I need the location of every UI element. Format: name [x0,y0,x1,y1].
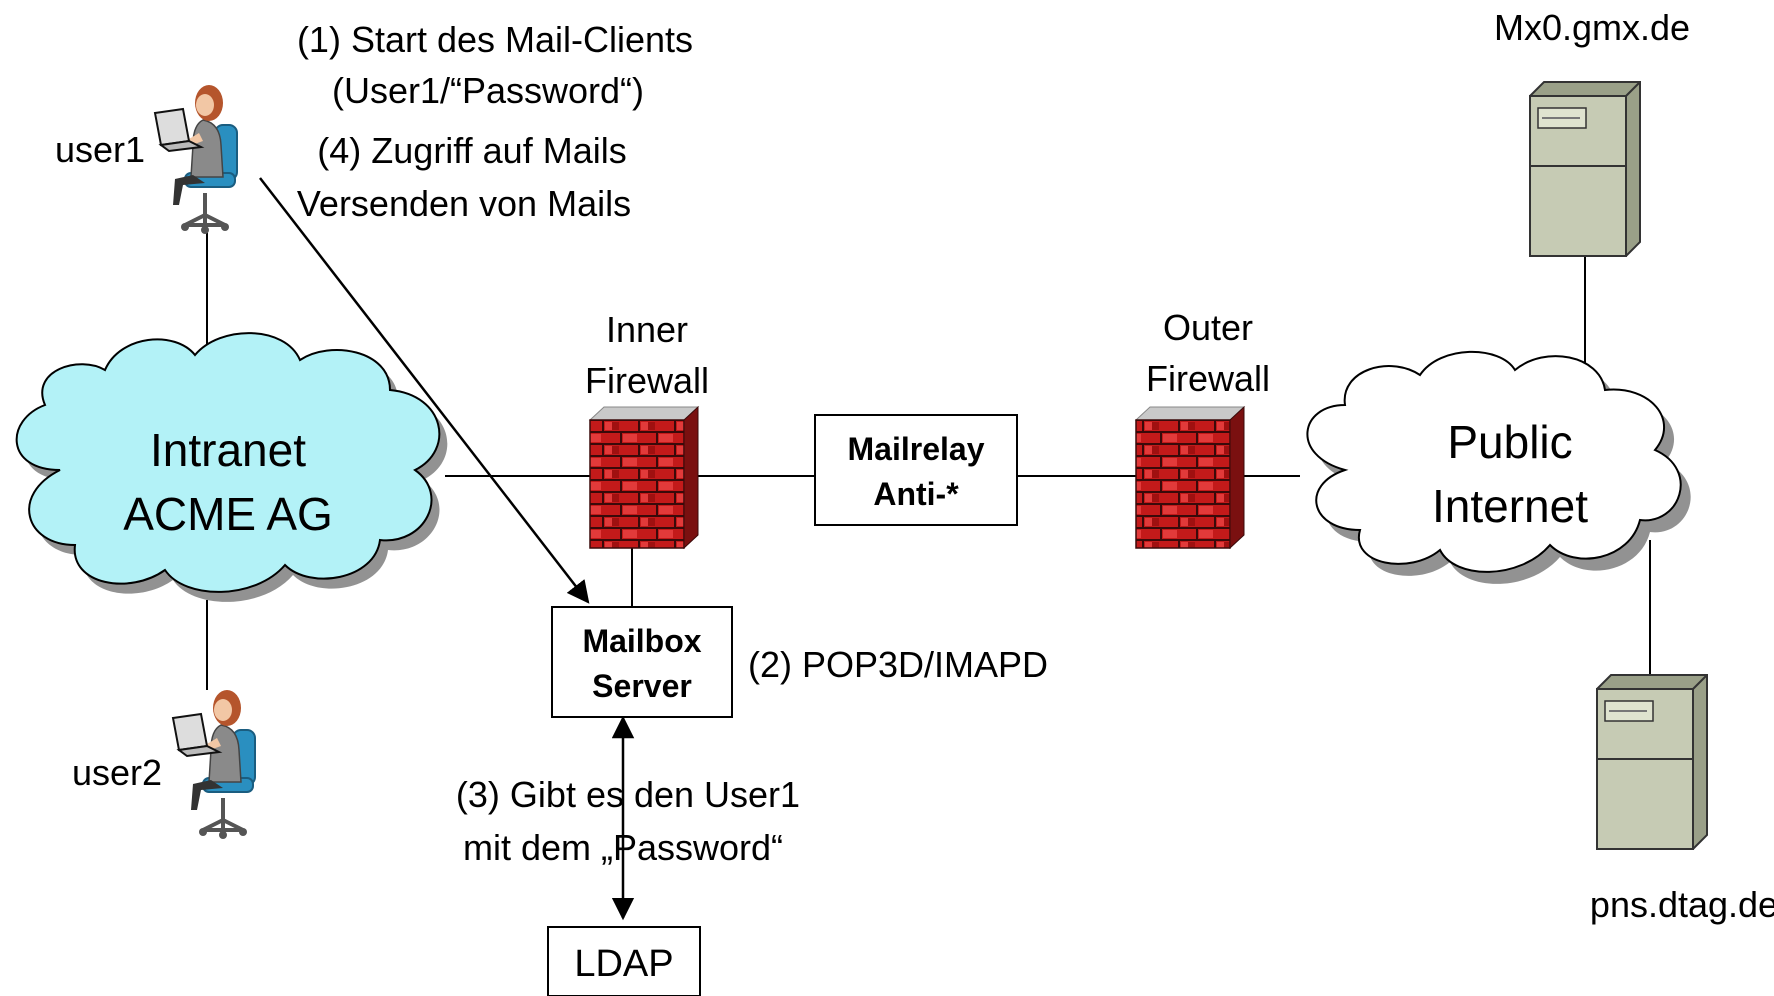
step1-label-line2: (User1/“Password“) [332,70,644,111]
intranet-label-line1: Intranet [150,424,306,476]
outer-firewall [1134,405,1246,550]
mailbox-server-box [551,606,733,718]
outer-firewall-label-line2: Firewall [1146,358,1270,399]
ldap-box [547,926,701,996]
user1-label: user1 [55,129,145,170]
user2-figure [171,688,257,841]
ldap-label: LDAP [574,943,673,985]
mailrelay-label-line2: Anti-* [873,476,959,512]
server-pns-icon [1596,674,1708,850]
public-internet-label-line2: Internet [1432,480,1588,532]
step3-label-line1: (3) Gibt es den User1 [456,774,800,815]
inner-firewall [588,405,700,550]
public-internet-label-line1: Public [1447,416,1572,468]
user2-label: user2 [72,752,162,793]
public-internet-cloud [1306,350,1691,584]
inner-firewall-label-line2: Firewall [585,360,709,401]
server-pns-label: pns.dtag.de [1590,884,1774,925]
step3-label-line2: mit dem „Password“ [463,827,783,868]
step4-label-line1: (4) Zugriff auf Mails [317,130,626,171]
step2-label: (2) POP3D/IMAPD [748,644,1048,685]
server-mx0-label: Mx0.gmx.de [1494,7,1690,48]
intranet-cloud [15,332,448,602]
intranet-label-line2: ACME AG [123,488,333,540]
server-mx0-icon [1529,81,1641,257]
mailbox-label-line2: Server [592,668,692,704]
step1-label-line1: (1) Start des Mail-Clients [297,19,693,60]
user1-figure [153,83,239,236]
mailrelay-label-line1: Mailrelay [848,431,985,467]
step4-label-line2: Versenden von Mails [297,183,631,224]
arrow-user1-mailbox [259,177,590,604]
mailrelay-box [814,414,1018,526]
outer-firewall-label-line1: Outer [1163,307,1253,348]
mailbox-label-line1: Mailbox [582,623,701,659]
inner-firewall-label-line1: Inner [606,309,688,350]
